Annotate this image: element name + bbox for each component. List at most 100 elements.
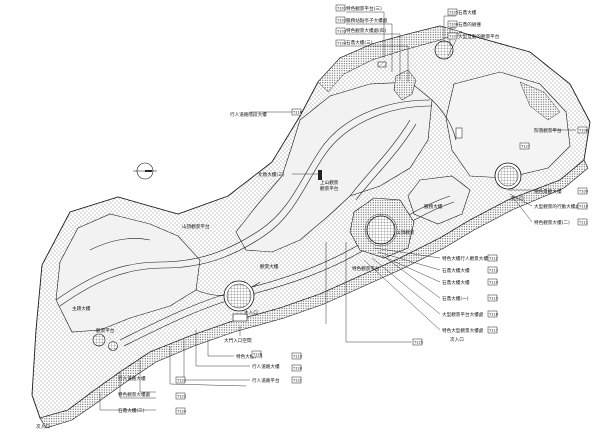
tag-box: T106 [447, 20, 459, 28]
label-left-top: 山頂觀景平台 [182, 223, 210, 230]
label-rows-4: 石鼎大樓(一) [442, 295, 469, 302]
label-top-r3: 大型互動的觀景平台 [458, 33, 500, 40]
entrance-circle-plaza [223, 280, 255, 312]
tag-box: T119 [291, 352, 303, 360]
label-rows-3: 石鼎大樓大樓 [442, 279, 470, 286]
label-lower-1: 特色觀景平台 [352, 265, 380, 272]
label-center-1: 文教大樓(三) [258, 171, 285, 178]
tag-label: T114 [488, 281, 499, 285]
tag-box: T103 [335, 27, 346, 35]
label-top-2: 服務站點亭子大樓處 [346, 17, 388, 24]
tag-box: T121 [291, 376, 302, 384]
tag-box: T115 [487, 294, 498, 302]
tag-box: T120 [291, 364, 303, 372]
label-left-low: 主題大樓 [72, 305, 91, 312]
tag-label: T103 [336, 30, 346, 34]
label-bottom-3: 行人道路平台 [252, 377, 280, 384]
tags: T101 T102 T103 T104 T105 T106 T107 T108 [175, 4, 589, 415]
tag-box: T122 [175, 376, 186, 384]
tag-box: T102 [335, 16, 346, 24]
kiosk-center [318, 170, 322, 180]
entrance-building [232, 313, 248, 322]
tag-label: T102 [336, 19, 346, 23]
pond-west-a [92, 333, 106, 347]
label-lower-3: 觀景大樓 [260, 263, 279, 270]
label-rows-6: 特色大型觀景大樓處 [442, 327, 484, 334]
leader-lines [99, 11, 576, 411]
label-top-1: 特色観景平台(三) [346, 5, 382, 12]
tag-label: T123 [176, 395, 186, 399]
label-bl-1: 行人道路大樓 [118, 375, 146, 382]
tag-box: T109 [577, 187, 589, 195]
tag-label: T120 [292, 367, 303, 371]
label-right-gate: 次入口 [510, 195, 524, 202]
tag-label: T121 [292, 379, 302, 383]
label-bottom-1: 特色大樓(一) [236, 353, 263, 360]
tag-box: T110 [577, 202, 589, 210]
tag-box: T104 [335, 39, 347, 47]
tag-label: T110 [578, 205, 589, 209]
label-top-3: 特色観景大樓處(四) [346, 27, 387, 34]
label-left-mid: 行人道路階段大樓 [230, 111, 267, 118]
label-corner-br: 次入口 [450, 336, 464, 343]
tag-label: T117 [488, 329, 498, 333]
north-arrow-icon [133, 162, 157, 180]
tag-box: T118 [291, 108, 303, 116]
tag-label: T106 [448, 23, 459, 27]
tag-box: T117 [487, 326, 498, 334]
kiosk-right [455, 127, 463, 139]
tag-label: T107 [448, 35, 458, 39]
tag-label: T111 [578, 221, 588, 225]
tag-box: T111 [577, 218, 588, 226]
tag-label: T113 [488, 269, 498, 273]
tag-label: T126 [252, 353, 263, 357]
tag-label: T127 [520, 145, 530, 149]
label-corner-bl: 次入口 [36, 423, 50, 430]
tag-label: T104 [336, 42, 347, 46]
tag-label: T125 [413, 341, 423, 345]
tag-box: T112 [487, 254, 498, 262]
central-plaza [349, 197, 415, 259]
tag-box: T126 [251, 350, 263, 358]
label-right-s1: 特色景觀大樓 [534, 188, 562, 195]
tag-label: T101 [336, 7, 346, 11]
label-left-low2: 觀景平台 [96, 327, 115, 334]
tag-box: T123 [175, 392, 186, 400]
label-top-r1: 石鼎大樓 [458, 9, 477, 16]
label-top-4: 石鼎大樓(三) [346, 39, 373, 46]
tag-label: T118 [292, 111, 303, 115]
label-center-4: 服務大樓 [424, 203, 443, 210]
label-right-s2: 大型觀景的行動大樓處 [534, 203, 580, 210]
tag-label: T116 [488, 313, 499, 317]
tag-box: T108 [577, 126, 589, 134]
tag-label: T109 [578, 190, 589, 194]
tag-label: T108 [578, 129, 589, 133]
label-rows-1: 特色大樓行人觀景大樓處 [442, 255, 493, 262]
annotations: 特色観景平台(三) 服務站點亭子大樓處 特色観景大樓處(四) 石鼎大樓(三) 石… [36, 5, 580, 430]
tag-box: T116 [487, 310, 499, 318]
tag-box: T127 [519, 142, 530, 150]
tag-label: T124 [176, 410, 187, 414]
east-circle-plaza [494, 162, 522, 190]
dense-planting-east-edge [519, 81, 561, 121]
label-lower-2: 山頂觀景 [396, 229, 415, 236]
tag-label: T112 [488, 257, 498, 261]
label-bottom-2: 行人道路大樓 [252, 363, 280, 370]
label-right-s3: 特色觀景大樓(二) [534, 219, 570, 226]
pavilion-north [377, 61, 387, 68]
tag-box: T124 [175, 407, 187, 415]
label-rows-5: 大型觀景平台大樓處 [442, 311, 484, 318]
label-bl-3: 石鼎大樓(三) [118, 407, 145, 414]
label-rows-2: 石鼎大樓大樓 [442, 267, 470, 274]
tag-box: T105 [447, 8, 458, 16]
tag-box: T114 [487, 278, 499, 286]
label-right-mid: 院落觀景平台 [534, 127, 562, 134]
tag-box: T113 [487, 266, 498, 274]
tag-box: T107 [447, 32, 458, 40]
tag-label: T119 [292, 355, 303, 359]
tag-label: T115 [488, 297, 498, 301]
label-bl-2: 特色觀景大樓處 [118, 391, 151, 398]
shore-planting-band [39, 159, 589, 429]
pond-west-b [108, 341, 118, 351]
